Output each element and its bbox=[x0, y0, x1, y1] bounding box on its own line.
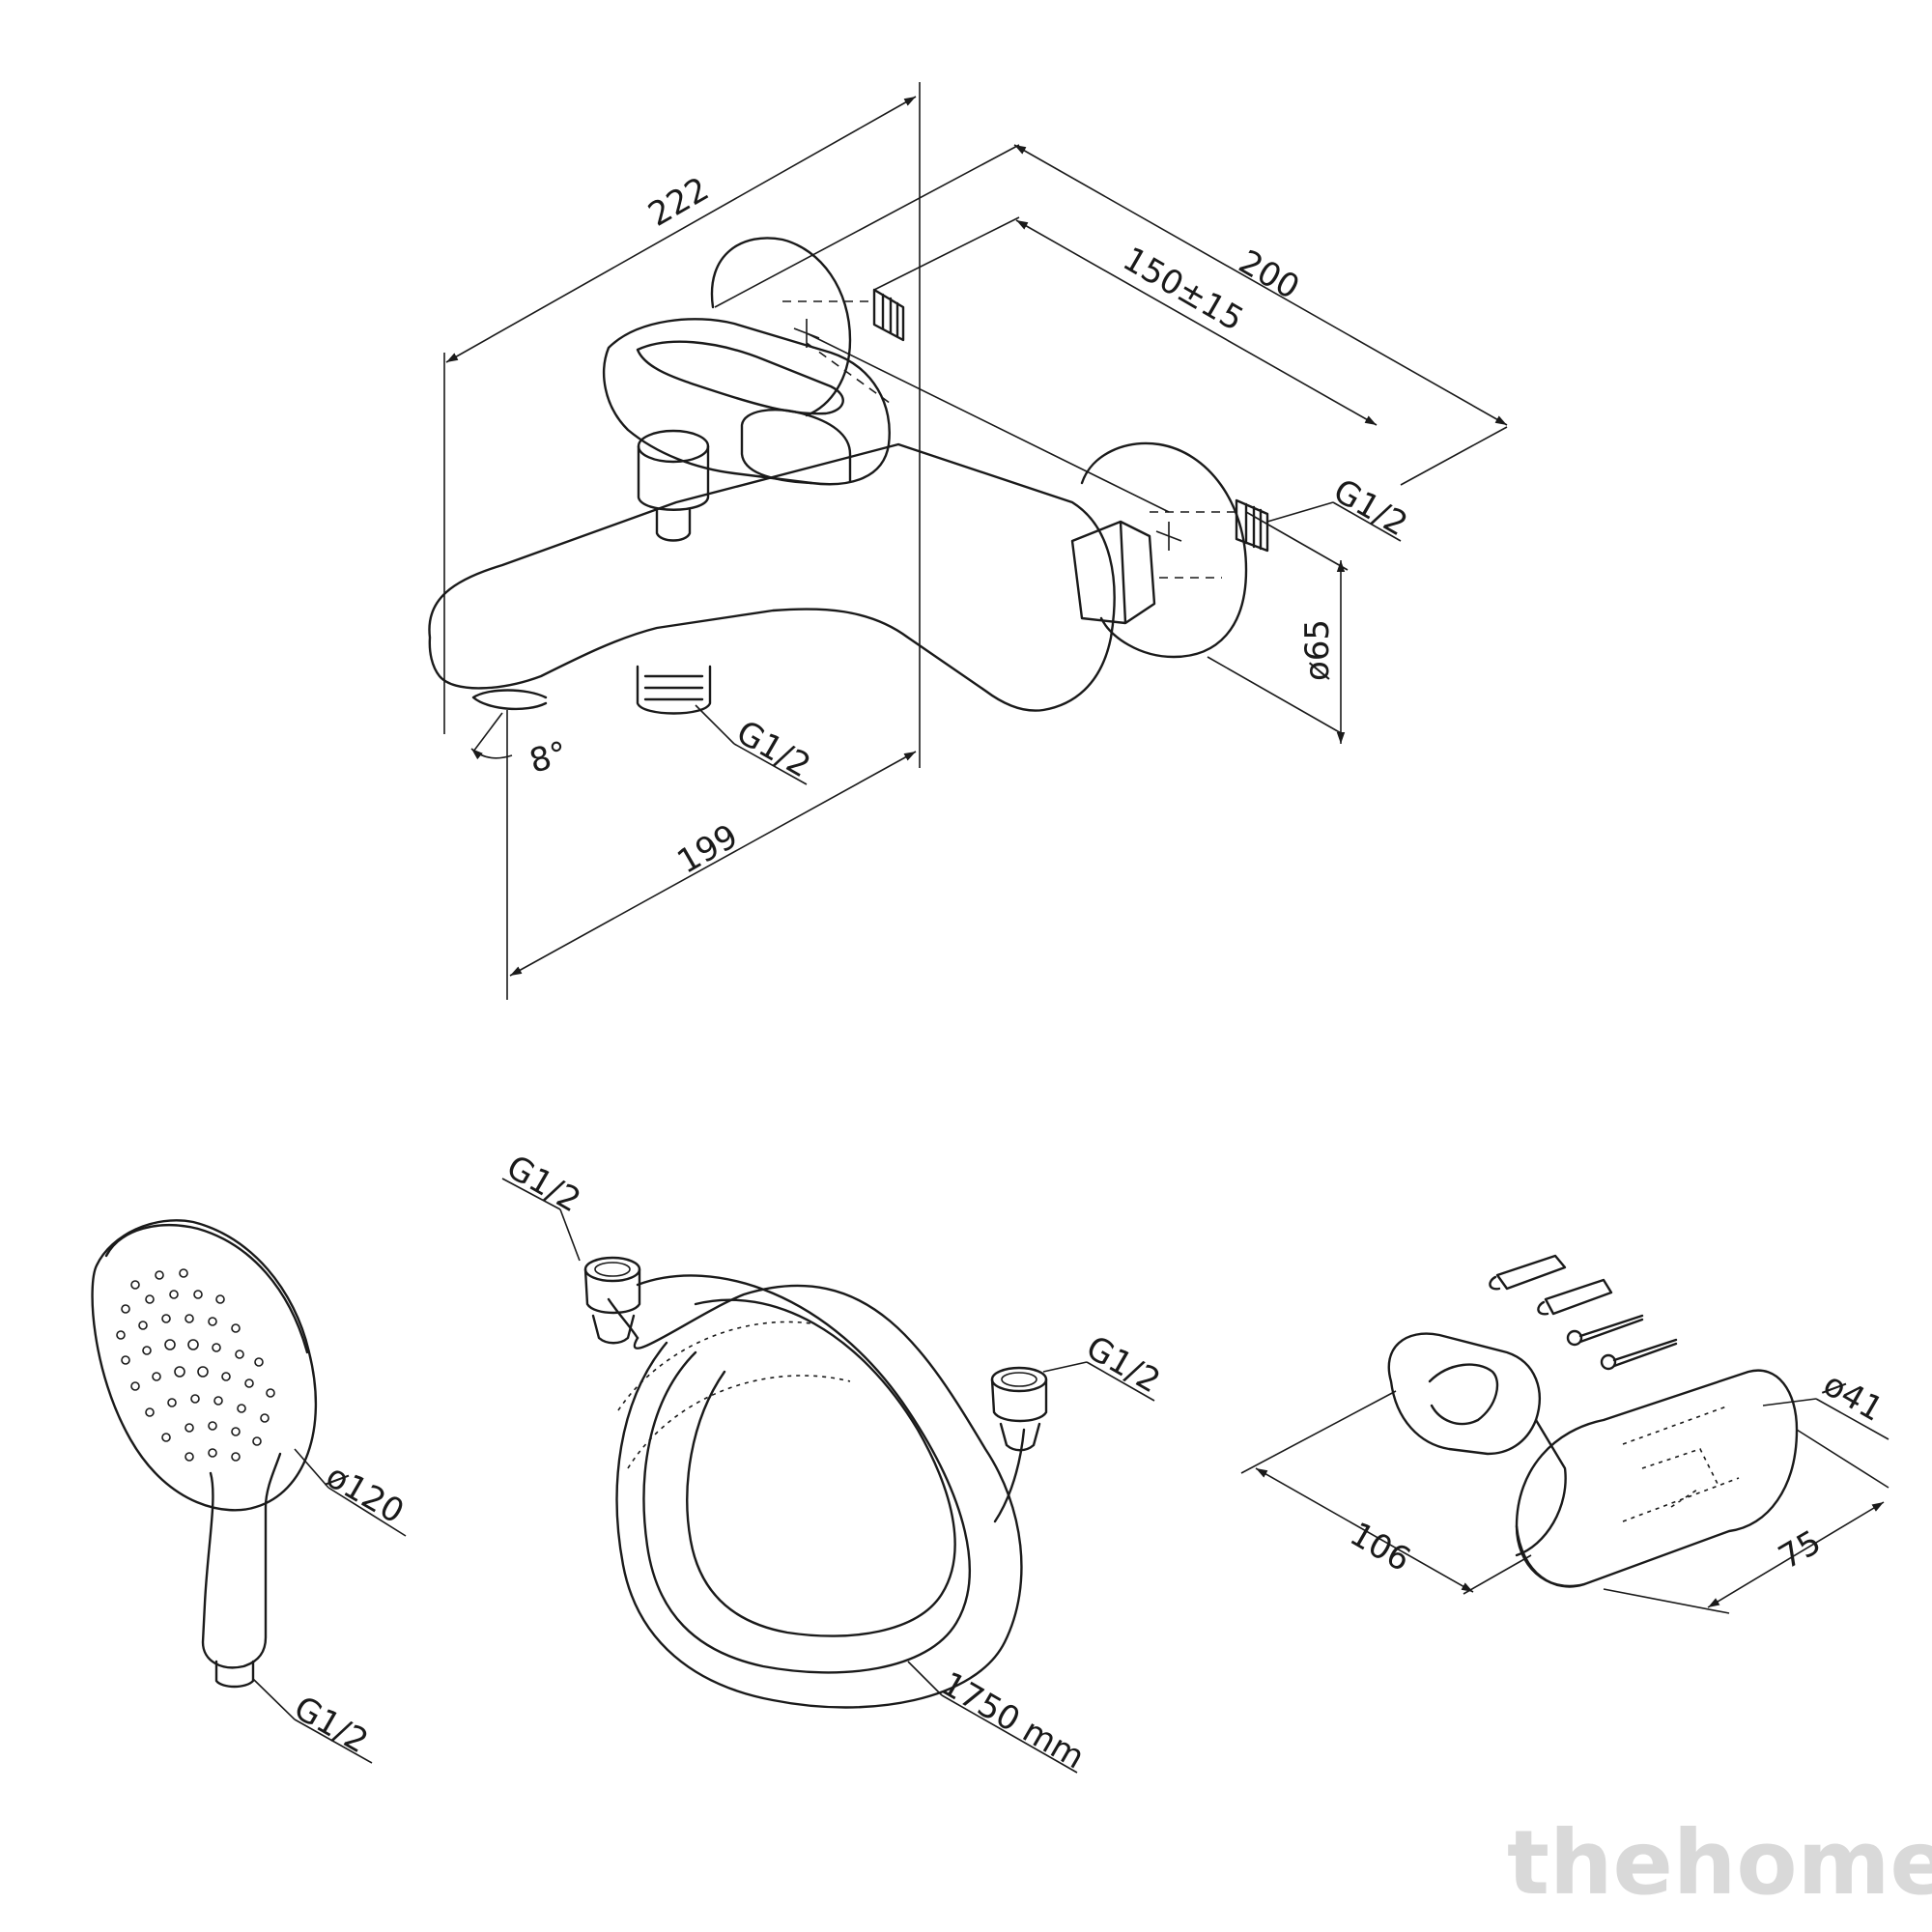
hose-connector-right bbox=[990, 1366, 1048, 1452]
mixer-right-inlet bbox=[1235, 498, 1269, 553]
hose-lead-right bbox=[993, 1428, 1026, 1523]
mixer-cartridge bbox=[740, 409, 852, 485]
wall-plugs bbox=[1489, 1254, 1613, 1316]
label-hose-length: 1750 mm bbox=[935, 1664, 1092, 1776]
dim-line-150 bbox=[1015, 219, 1378, 426]
dim-label-angle: 8° bbox=[526, 734, 572, 781]
mixer-left-inlet bbox=[872, 288, 905, 342]
watermark: thehome bbox=[1507, 1811, 1932, 1915]
hand-shower-handle bbox=[201, 1452, 282, 1669]
dim-line-222 bbox=[445, 96, 917, 363]
mixer-cross-right bbox=[1155, 522, 1182, 551]
dim-label-200: 200 bbox=[1233, 242, 1306, 307]
hand-shower-nozzles bbox=[116, 1268, 275, 1462]
label-hose-right-thread: G1/2 bbox=[1080, 1328, 1167, 1401]
hose-connector-left bbox=[583, 1256, 641, 1345]
dim-label-222: 222 bbox=[642, 170, 716, 235]
mixer-lever-handle bbox=[636, 340, 844, 415]
mixer-bottom-outlet bbox=[636, 665, 712, 715]
mixer-right-flange bbox=[1080, 441, 1248, 659]
dim-label-75: 75 bbox=[1773, 1523, 1828, 1577]
mixer-centerline-1 bbox=[806, 332, 1170, 513]
dim-label-199: 199 bbox=[671, 817, 745, 882]
holder-clamp bbox=[1515, 1369, 1799, 1588]
label-right-inlet-thread: G1/2 bbox=[1327, 471, 1414, 544]
mixer-diverter-knob bbox=[637, 429, 710, 542]
bath-mixer bbox=[428, 237, 1269, 715]
hose-coil-outer bbox=[615, 1284, 1023, 1709]
hand-shower-connector bbox=[214, 1660, 255, 1689]
mixer-right-nut bbox=[1070, 520, 1156, 625]
mixer-hidden-line-right bbox=[1150, 511, 1236, 579]
holder-body bbox=[1387, 1332, 1541, 1456]
mixer-left-flange bbox=[710, 237, 852, 417]
dim-label-150: 150±15 bbox=[1117, 240, 1250, 339]
dim-line-106 bbox=[1255, 1467, 1474, 1593]
dim-label-d65: ø65 bbox=[1298, 619, 1337, 681]
dim-line-75 bbox=[1707, 1501, 1885, 1608]
label-hose-left-thread: G1/2 bbox=[500, 1148, 587, 1220]
hose-coil-third bbox=[686, 1298, 956, 1637]
mixer-dimensions: 222 200 150±15 G1/2 ø65 G1/2 8° 199 bbox=[443, 82, 1508, 1000]
mixer-spout-outlet bbox=[471, 689, 548, 711]
mixer-body bbox=[428, 442, 1116, 712]
label-bottom-outlet-thread: G1/2 bbox=[730, 713, 817, 785]
dim-line-199 bbox=[509, 751, 917, 977]
hose-lead-left bbox=[607, 1297, 639, 1340]
shower-hose: G1/2 G1/2 1750 mm bbox=[500, 1148, 1167, 1776]
hand-shower-head bbox=[91, 1219, 317, 1512]
screws bbox=[1566, 1314, 1678, 1371]
label-hand-shower-thread: G1/2 bbox=[288, 1689, 375, 1761]
wall-holder: 106 75 ø41 bbox=[1240, 1254, 1889, 1614]
hose-coil-inner bbox=[636, 1274, 971, 1674]
hand-shower: ø120 G1/2 bbox=[91, 1219, 411, 1764]
dim-label-d120: ø120 bbox=[320, 1457, 411, 1531]
